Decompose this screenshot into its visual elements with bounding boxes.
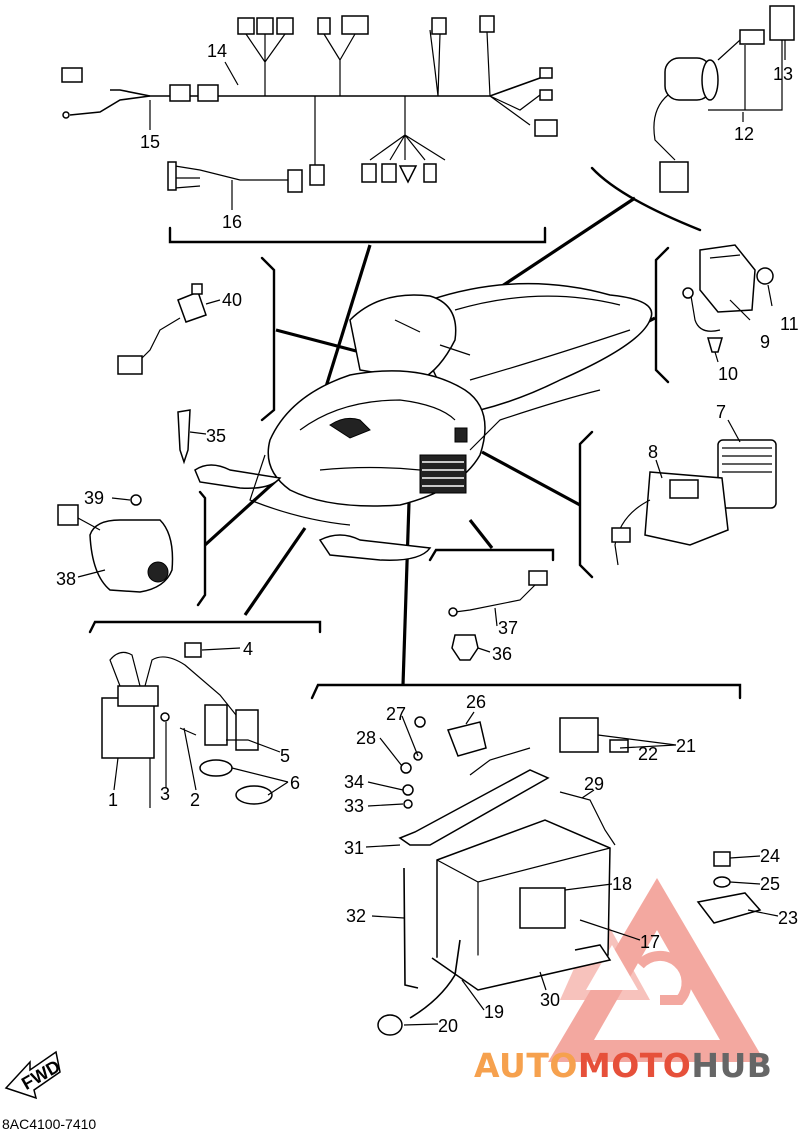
callout-numbers: 1 2 3 4 5 6 7 8 9 10 11 12 13 14 15 16 1…: [56, 41, 799, 1036]
callout-12: 12: [734, 124, 754, 144]
callout-36: 36: [492, 644, 512, 664]
callout-21: 21: [676, 736, 696, 756]
switch-40: [117, 283, 207, 375]
callout-11: 11: [780, 314, 799, 334]
callout-30: 30: [540, 990, 560, 1010]
callout-15: 15: [140, 132, 160, 152]
callout-19: 19: [484, 1002, 504, 1022]
callout-25: 25: [760, 874, 780, 894]
callout-32: 32: [346, 906, 366, 926]
group-brackets: [88, 166, 742, 700]
callout-8: 8: [648, 442, 658, 462]
callout-4: 4: [243, 639, 253, 659]
callout-17: 17: [640, 932, 660, 952]
snowmobile-body: [194, 282, 653, 561]
callout-35: 35: [206, 426, 226, 446]
callout-37: 37: [498, 618, 518, 638]
callout-1: 1: [108, 790, 118, 810]
callout-20: 20: [438, 1016, 458, 1036]
starter-relay: [57, 494, 174, 593]
callout-34: 34: [344, 772, 364, 792]
callout-10: 10: [718, 364, 738, 384]
callout-28: 28: [356, 728, 376, 748]
callout-2: 2: [190, 790, 200, 810]
regulator: [682, 244, 774, 353]
watermark-hub: HUB: [691, 1046, 773, 1085]
callout-38: 38: [56, 569, 76, 589]
callout-14: 14: [207, 41, 227, 61]
ignition-coil: [101, 642, 273, 808]
callout-31: 31: [344, 838, 364, 858]
callout-29: 29: [584, 774, 604, 794]
callout-leaders: [77, 40, 786, 1026]
callout-39: 39: [84, 488, 104, 508]
key-35: [177, 409, 191, 465]
sensor: [448, 570, 548, 661]
callout-24: 24: [760, 846, 780, 866]
main-switch: [653, 5, 795, 193]
watermark-text: AUTOMOTOHUB: [474, 1046, 772, 1085]
callout-13: 13: [773, 64, 793, 84]
watermark-moto: MOTO: [577, 1046, 692, 1085]
watermark-auto: AUTO: [474, 1046, 578, 1085]
callout-40: 40: [222, 290, 242, 310]
callout-6: 6: [290, 773, 300, 793]
callout-23: 23: [778, 908, 798, 928]
drawing-code: 8AC4100-7410: [2, 1116, 97, 1132]
callout-18: 18: [612, 874, 632, 894]
wire-harness: [61, 15, 558, 193]
battery-group: [377, 716, 762, 1036]
callout-22: 22: [638, 744, 658, 764]
light-housing: [611, 439, 777, 566]
callout-9: 9: [760, 332, 770, 352]
callout-16: 16: [222, 212, 242, 232]
callout-3: 3: [160, 784, 170, 804]
fwd-arrow-icon: FWD: [4, 1050, 64, 1100]
callout-33: 33: [344, 796, 364, 816]
callout-7: 7: [716, 402, 726, 422]
callout-26: 26: [466, 692, 486, 712]
callout-5: 5: [280, 746, 290, 766]
top-connectors: [237, 15, 558, 137]
callout-27: 27: [386, 704, 406, 724]
